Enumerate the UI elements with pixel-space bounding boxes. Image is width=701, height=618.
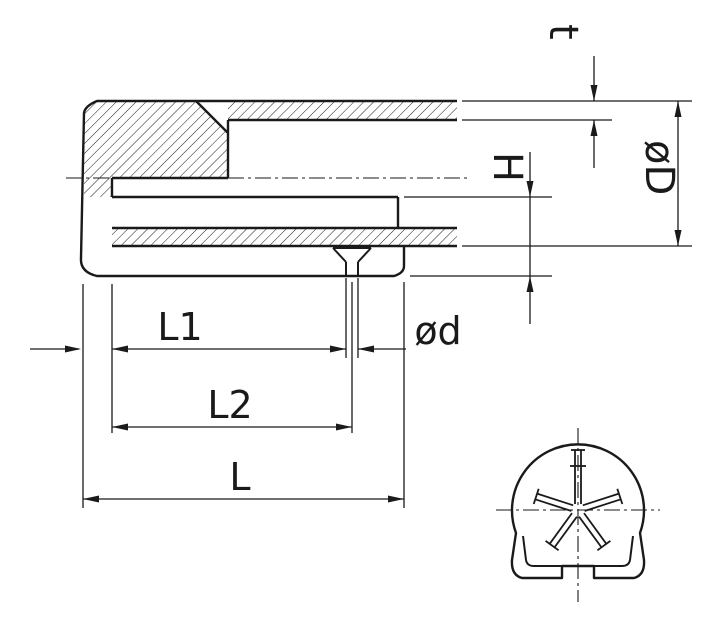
dimension-L1: L1 <box>30 305 346 353</box>
dimension-L: L <box>83 455 404 503</box>
dimension-L2: L2 <box>112 383 352 431</box>
dimension-D: øD <box>636 101 682 246</box>
dim-label-t: t <box>540 24 586 40</box>
dim-label-L: L <box>229 455 250 499</box>
end-view-inner-walls <box>522 535 634 567</box>
extension-lines <box>82 100 692 508</box>
dimension-t: t <box>540 24 598 168</box>
section-hatching <box>84 101 457 246</box>
main-section-view <box>66 99 470 278</box>
dimension-d: ød <box>358 309 462 353</box>
end-view-outline <box>510 443 646 580</box>
dim-label-d: ød <box>414 309 461 353</box>
rib-spider <box>532 449 624 552</box>
screw-hole <box>332 247 372 276</box>
dimensions: t øD H L1 ød <box>30 24 692 508</box>
dimension-H: H <box>484 152 534 324</box>
dim-label-H: H <box>484 152 530 182</box>
dim-label-D: øD <box>636 140 682 195</box>
dim-label-L2: L2 <box>207 383 252 427</box>
part-outline <box>79 99 457 278</box>
dim-label-L1: L1 <box>157 305 202 349</box>
end-view <box>496 428 660 602</box>
